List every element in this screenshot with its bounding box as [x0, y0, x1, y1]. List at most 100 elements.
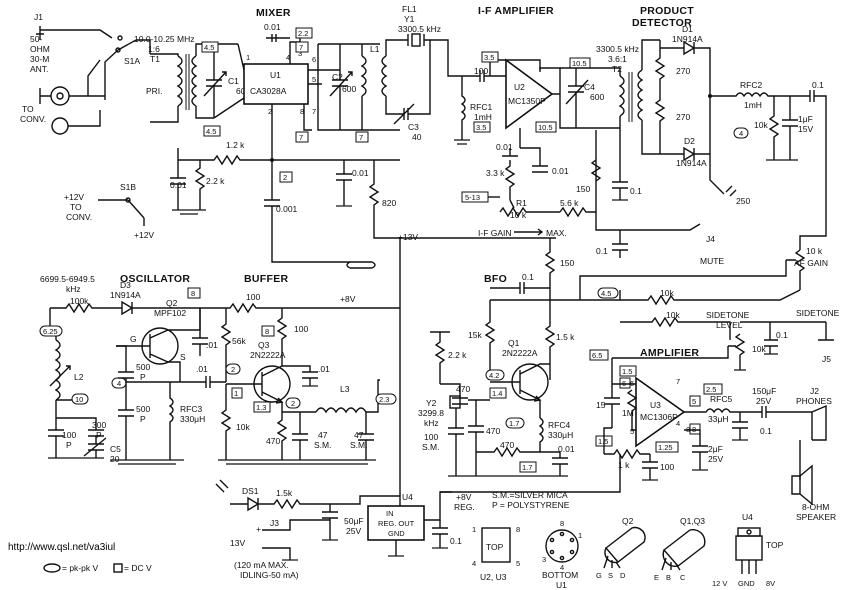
label-current-1: (120 mA MAX. — [234, 560, 289, 570]
pkg-q2-label: Q2 — [622, 516, 634, 526]
vlabel-1-5-a: 1.5 — [622, 367, 632, 376]
vlabel-6-5: 6.5 — [592, 351, 602, 360]
label-u2-part: MC1350P — [508, 96, 546, 106]
label-plus12-b: +12V — [134, 230, 154, 240]
label-c47-b: 47 — [354, 430, 364, 440]
label-y2-unit: kHz — [424, 418, 439, 428]
c01-d-capacitor — [192, 308, 208, 356]
pkg-q2-leads — [603, 555, 621, 569]
c1uf-capacitor — [782, 96, 798, 160]
vlabel-3-5-a: 3.5 — [484, 53, 494, 62]
t1-secondary-coil — [191, 55, 198, 107]
c0001-capacitor — [264, 160, 350, 263]
pkg-u1-pin-e — [549, 549, 555, 555]
label-j3: J3 — [270, 518, 279, 528]
r1-2k-resistor — [178, 154, 400, 166]
label-c01-b: 0.1 — [630, 186, 642, 196]
d1-diode — [660, 40, 711, 96]
c001-f-capacitor — [540, 451, 568, 476]
buffer-input-wire — [200, 376, 226, 388]
pkg-u1-num-1: 1 — [578, 531, 582, 540]
label-r100-a: 100 — [246, 292, 260, 302]
label-r1: R1 — [516, 198, 527, 208]
sidetone-pot — [680, 333, 746, 370]
label-c001-c: 0.01 — [352, 168, 369, 178]
c001-a-capacitor — [266, 34, 290, 42]
legend-pkpk: = pk-pk V — [62, 563, 98, 573]
label-t1-ratio: 1:6 — [148, 44, 160, 54]
j1-jack — [36, 26, 113, 40]
header-mixer: MIXER — [256, 7, 291, 19]
pkg-u4-body — [735, 535, 763, 561]
label-c001-f: 0.01 — [558, 444, 575, 454]
label-d2: D2 — [684, 136, 695, 146]
j2-jack — [799, 404, 827, 480]
pkg-u1-pin-a — [559, 531, 565, 537]
label-c01-g: 0.1 — [522, 272, 534, 282]
label-c01-e: .01 — [196, 364, 208, 374]
u3-af-amp-ic — [635, 376, 686, 448]
q2-fet-leads — [140, 329, 178, 363]
label-rfc4-value: 330μH — [548, 430, 573, 440]
r1-pot — [499, 199, 560, 218]
label-r1k: 1 k — [618, 460, 630, 470]
header-buffer: BUFFER — [244, 273, 288, 285]
sidetone-jack-wire — [740, 321, 826, 354]
j4-wires — [595, 212, 701, 258]
c100p-capacitor — [48, 418, 64, 458]
pkg-u1-pin-d — [559, 555, 565, 561]
label-u4-regout: REG. OUT — [378, 519, 415, 528]
vbox-2-5 — [703, 383, 723, 395]
label-ds1: DS1 — [242, 486, 259, 496]
vlabel-1-4: 1.4 — [492, 389, 502, 398]
d3-diode — [116, 300, 200, 316]
header-product-detector-2: DETECTOR — [632, 17, 692, 29]
ground-3 — [454, 139, 470, 145]
label-c4: C4 — [584, 82, 595, 92]
r56k-b-resistor — [220, 308, 232, 382]
label-l2: L2 — [74, 372, 84, 382]
label-c1uf-volt: 15V — [798, 124, 813, 134]
legend-pkpk-symbol — [43, 563, 61, 573]
r2-2k-b-resistor — [434, 332, 446, 384]
s1a-switch — [117, 39, 151, 54]
label-c001-a: 0.01 — [264, 22, 281, 32]
label-c50uf: 50μF — [344, 516, 364, 526]
vlabel-7-c: 7 — [359, 133, 363, 142]
label-c47-b-unit: S.M. — [350, 440, 367, 450]
vbox-7-b — [295, 131, 309, 143]
label-u4: U4 — [402, 492, 413, 502]
r820-resistor — [368, 160, 556, 239]
vlabel-2-5: 2.5 — [706, 385, 716, 394]
pkg-u1-bottom — [545, 529, 579, 563]
rfc4-inductor — [538, 417, 544, 450]
vcircle-4-2 — [485, 369, 505, 381]
label-c1uf: 1μF — [798, 114, 813, 124]
c001-c-capacitor — [336, 160, 352, 206]
c4-capacitor — [565, 68, 589, 128]
source-url[interactable]: http://www.qsl.net/va3iul — [8, 542, 115, 553]
label-rfc3-value: 330μH — [180, 414, 205, 424]
vlabel-10: 10 — [75, 395, 83, 404]
pkg-u4-hole — [746, 529, 752, 535]
header-oscillator: OSCILLATOR — [120, 273, 190, 285]
label-c2-value: 600 — [342, 84, 356, 94]
label-t2-freq: 3300.5 kHz — [596, 44, 639, 54]
label-mute: MUTE — [700, 256, 724, 266]
bfo-output-wire — [550, 290, 621, 301]
r10k-c-resistor — [620, 289, 801, 306]
ground-1 — [172, 209, 206, 215]
ground-9 — [218, 459, 376, 465]
label-sidetone-level: SIDETONE — [706, 310, 750, 320]
c100-capacitor — [462, 59, 541, 82]
l2-coil — [54, 339, 61, 401]
c3-capacitor — [393, 40, 431, 125]
pkg-q13-body — [662, 528, 706, 568]
vbox-1-4 — [489, 387, 507, 399]
u1-pin-7: 7 — [312, 107, 316, 116]
r100-a-resistor — [200, 302, 400, 314]
l1-coil — [360, 55, 367, 97]
u1-pin-8: 8 — [300, 107, 304, 116]
label-speaker-1: 8-OHM — [802, 502, 829, 512]
label-c47-a-unit: S.M. — [314, 440, 331, 450]
